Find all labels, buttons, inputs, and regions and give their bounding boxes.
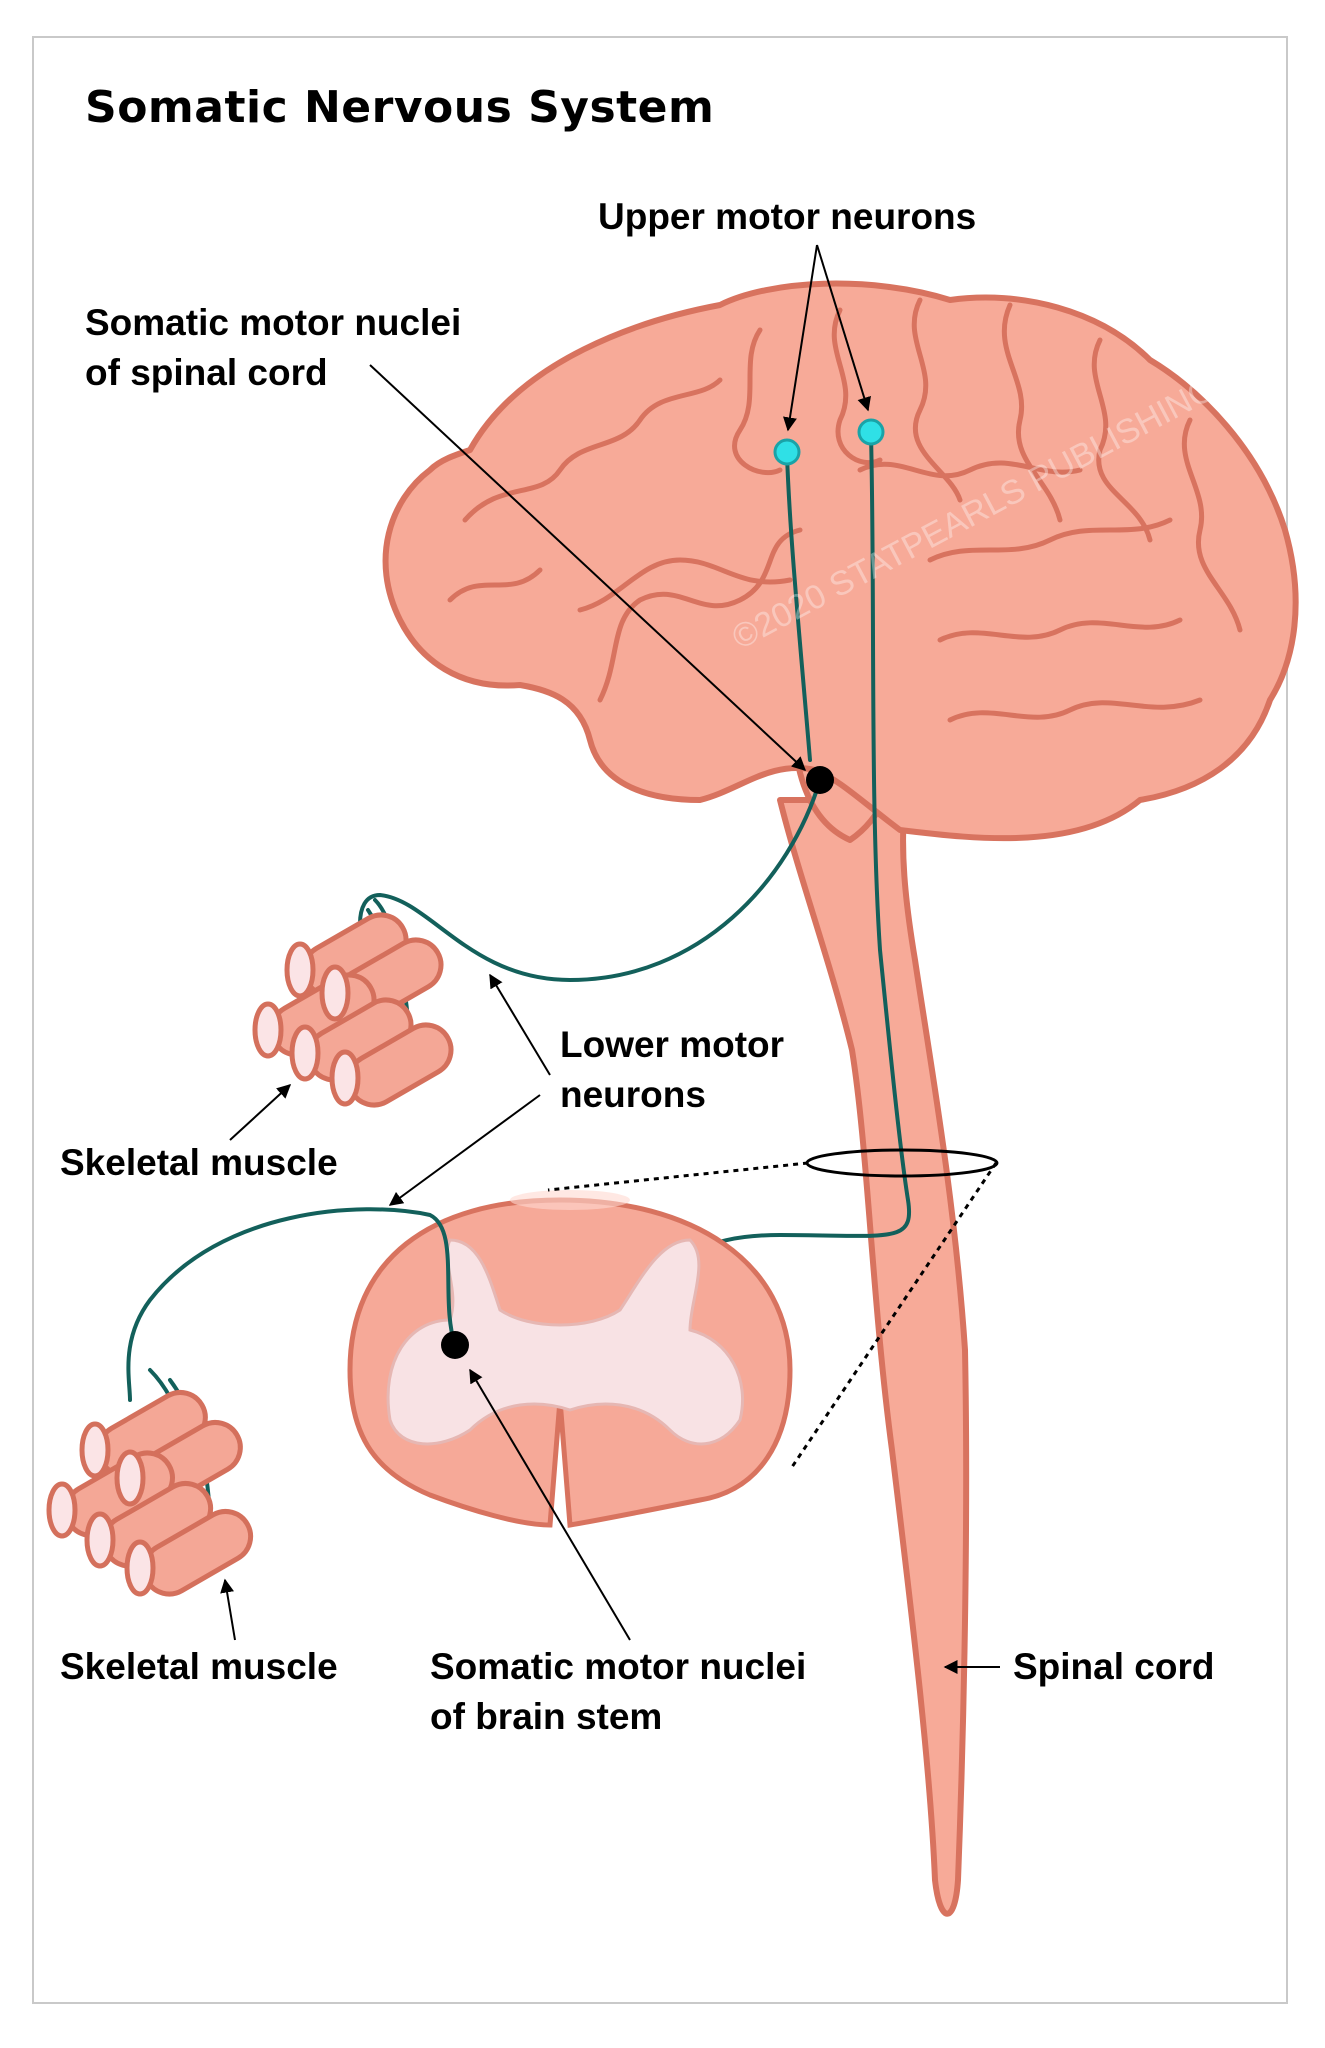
arrow-upper-neuron-1 xyxy=(783,244,818,432)
brain-gyrus xyxy=(577,557,793,613)
brain-gyrus xyxy=(732,327,783,476)
arrow-lower-neuron-top xyxy=(489,973,551,1076)
brain-gyrus xyxy=(447,567,543,603)
label-line: of spinal cord xyxy=(85,352,328,393)
brain xyxy=(382,280,1299,842)
label-somatic-motor-nuclei-spinal: Somatic motor nuclei of spinal cord xyxy=(85,298,461,398)
brain-gyrus xyxy=(462,377,723,523)
arrow-somatic-nuclei-spinal xyxy=(369,364,807,771)
brain-gyrus xyxy=(857,460,1083,479)
arrow-lower-neuron-bottom xyxy=(388,1094,541,1206)
lower-motor-neuron-axon-top xyxy=(358,778,822,983)
skeletal-muscle-top xyxy=(252,912,454,1108)
brain-gyrus xyxy=(831,307,883,466)
brain-gyrus xyxy=(597,527,803,703)
label-upper-motor-neurons: Upper motor neurons xyxy=(598,196,977,237)
brain-gyrus xyxy=(1181,417,1243,633)
skeletal-muscle-bottom xyxy=(46,1390,254,1597)
brainstem-motor-nucleus xyxy=(806,766,834,794)
page-title: Somatic Nervous System xyxy=(85,82,715,133)
brain-gyrus xyxy=(947,697,1203,723)
arrow-skeletal-muscle-bottom xyxy=(220,1578,236,1641)
upper-motor-neuron-soma-1 xyxy=(773,438,801,466)
spinal-motor-nucleus xyxy=(441,1331,469,1359)
arrow-somatic-nuclei-brainstem xyxy=(469,1368,631,1641)
brain-gyrus xyxy=(1091,337,1153,543)
lower-motor-neuron-axon-bottom xyxy=(126,1207,457,1402)
section-guide-line xyxy=(788,1162,998,1471)
spinal-cord xyxy=(777,797,970,1917)
section-guide-line xyxy=(547,1161,809,1192)
label-lower-motor-neurons: Lower motor neurons xyxy=(560,1020,784,1120)
label-skeletal-muscle-bottom: Skeletal muscle xyxy=(60,1646,338,1687)
label-line: Lower motor xyxy=(560,1024,785,1065)
upper-motor-neuron-axon-1 xyxy=(785,453,812,762)
label-line: neurons xyxy=(560,1074,706,1115)
label-somatic-motor-nuclei-brainstem: Somatic motor nuclei of brain stem xyxy=(430,1642,806,1742)
arrow-upper-neuron-2 xyxy=(816,244,871,412)
label-line: Somatic motor nuclei xyxy=(85,302,462,343)
label-spinal-cord: Spinal cord xyxy=(1013,1646,1215,1687)
label-skeletal-muscle-top: Skeletal muscle xyxy=(60,1142,338,1183)
brain-gyrus xyxy=(937,617,1183,643)
label-line: of brain stem xyxy=(430,1696,663,1737)
brain-gyrus xyxy=(927,517,1173,563)
arrow-skeletal-muscle-top xyxy=(229,1084,292,1141)
brain-gyrus xyxy=(1001,302,1063,523)
upper-motor-neuron-soma-2 xyxy=(857,418,885,446)
spinal-cord-cross-section xyxy=(347,1190,793,1528)
label-line: Somatic motor nuclei xyxy=(430,1646,807,1687)
